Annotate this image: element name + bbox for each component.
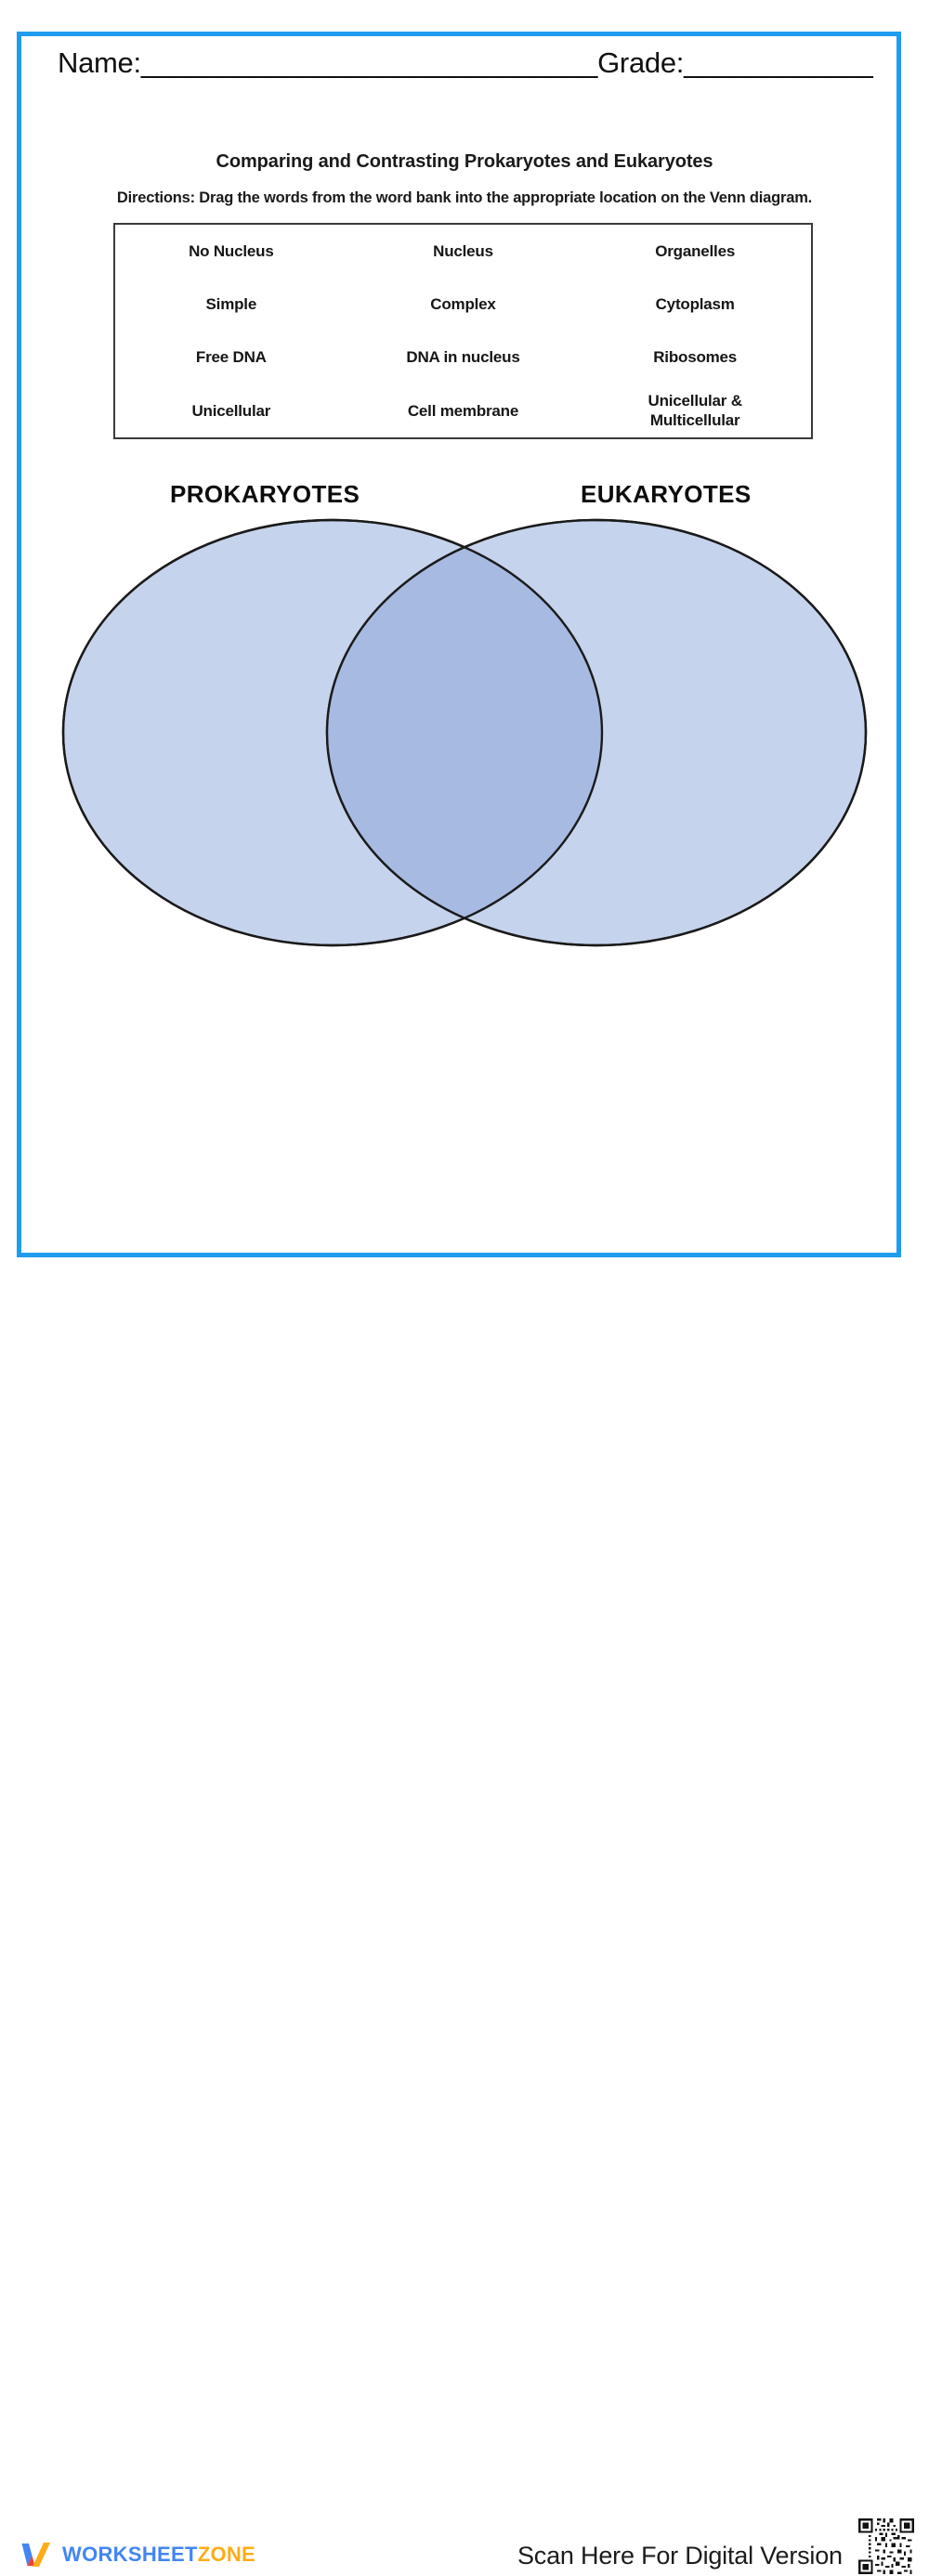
venn-circle-right-outline: [325, 518, 868, 947]
worksheet-directions: Directions: Drag the words from the word…: [116, 189, 813, 206]
word-bank-item[interactable]: Unicellular &Multicellular: [648, 391, 743, 430]
word-bank-item[interactable]: Ribosomes: [653, 348, 738, 367]
word-bank-item[interactable]: Complex: [430, 295, 496, 313]
venn-circle-left-outline: [61, 518, 604, 947]
brand-text-zone: ZONE: [197, 2542, 256, 2566]
venn-overlap-region[interactable]: [327, 520, 866, 945]
scan-prompt-text: Scan Here For Digital Version: [517, 2542, 843, 2569]
worksheet-title: Comparing and Contrasting Prokaryotes an…: [216, 151, 713, 172]
word-bank-item[interactable]: Organelles: [655, 241, 736, 260]
name-label: Name:: [58, 46, 141, 79]
word-bank-item[interactable]: No Nucleus: [189, 241, 274, 260]
venn-diagram: [52, 509, 877, 958]
worksheetzone-wordmark: WORKSHEETZONE: [62, 2543, 255, 2567]
name-blank-line[interactable]: _____________________________: [140, 46, 598, 79]
venn-label-eukaryotes: EUKARYOTES: [581, 480, 752, 508]
word-bank-item[interactable]: Cytoplasm: [655, 295, 735, 313]
venn-label-prokaryotes: PROKARYOTES: [170, 480, 360, 508]
grade-label: Grade:: [597, 46, 685, 79]
worksheetzone-w-mark-icon: [21, 2543, 50, 2567]
word-bank-box: No Nucleus Nucleus Organelles Simple Com…: [113, 223, 813, 439]
word-bank-item[interactable]: Free DNA: [195, 348, 267, 367]
word-bank-item[interactable]: DNA in nucleus: [406, 348, 520, 367]
brand-text-worksheet: WORKSHEET: [62, 2542, 198, 2566]
name-grade-row: Name:_____________________________ Grade…: [58, 46, 873, 89]
grade-blank-line[interactable]: ____________: [684, 46, 873, 79]
word-bank-item[interactable]: Nucleus: [433, 241, 493, 260]
qr-code[interactable]: [857, 2517, 916, 2576]
word-bank-item[interactable]: Simple: [205, 295, 257, 313]
word-bank-item[interactable]: Unicellular: [191, 401, 271, 420]
word-bank-item[interactable]: Cell membrane: [407, 401, 519, 420]
footer: WORKSHEETZONE Scan Here For Digital Vers…: [0, 1265, 929, 2576]
worksheetzone-logo[interactable]: WORKSHEETZONE: [20, 2539, 255, 2569]
